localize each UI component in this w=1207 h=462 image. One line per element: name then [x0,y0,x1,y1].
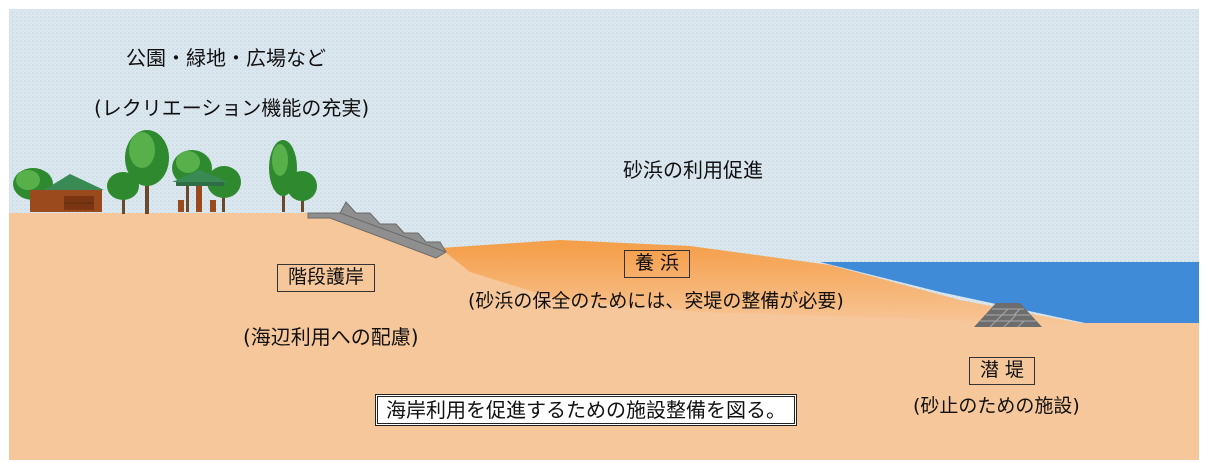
park-subtitle: (レクリエーション機能の充実) [94,96,370,120]
pavilion-icon [172,170,228,212]
tree-icon [287,171,317,212]
breakwater-label: 潜 堤 [969,357,1036,385]
beach-nourishment-area [440,240,1080,323]
beach-use-label: 砂浜の利用促進 [623,158,763,182]
sea [820,262,1199,323]
stair-revetment-subtitle: (海辺利用への配慮) [243,325,419,349]
summary-label: 海岸利用を促進するための施設整備を図る。 [375,394,797,426]
nourishment-label: 養 浜 [624,250,691,278]
breakwater-subtitle: (砂止のための施設) [913,395,1080,417]
nourishment-subtitle: (砂浜の保全のためには、突堤の整備が必要) [468,290,844,312]
house-icon [30,174,104,212]
tree-icon [107,172,139,214]
tree-icon [125,130,169,214]
park-title: 公園・緑地・広場など [126,46,326,70]
stairs-icon [307,201,447,259]
land [9,213,1199,460]
rock-pile-icon [974,303,1042,328]
stair-revetment-label: 階段護岸 [277,264,376,292]
